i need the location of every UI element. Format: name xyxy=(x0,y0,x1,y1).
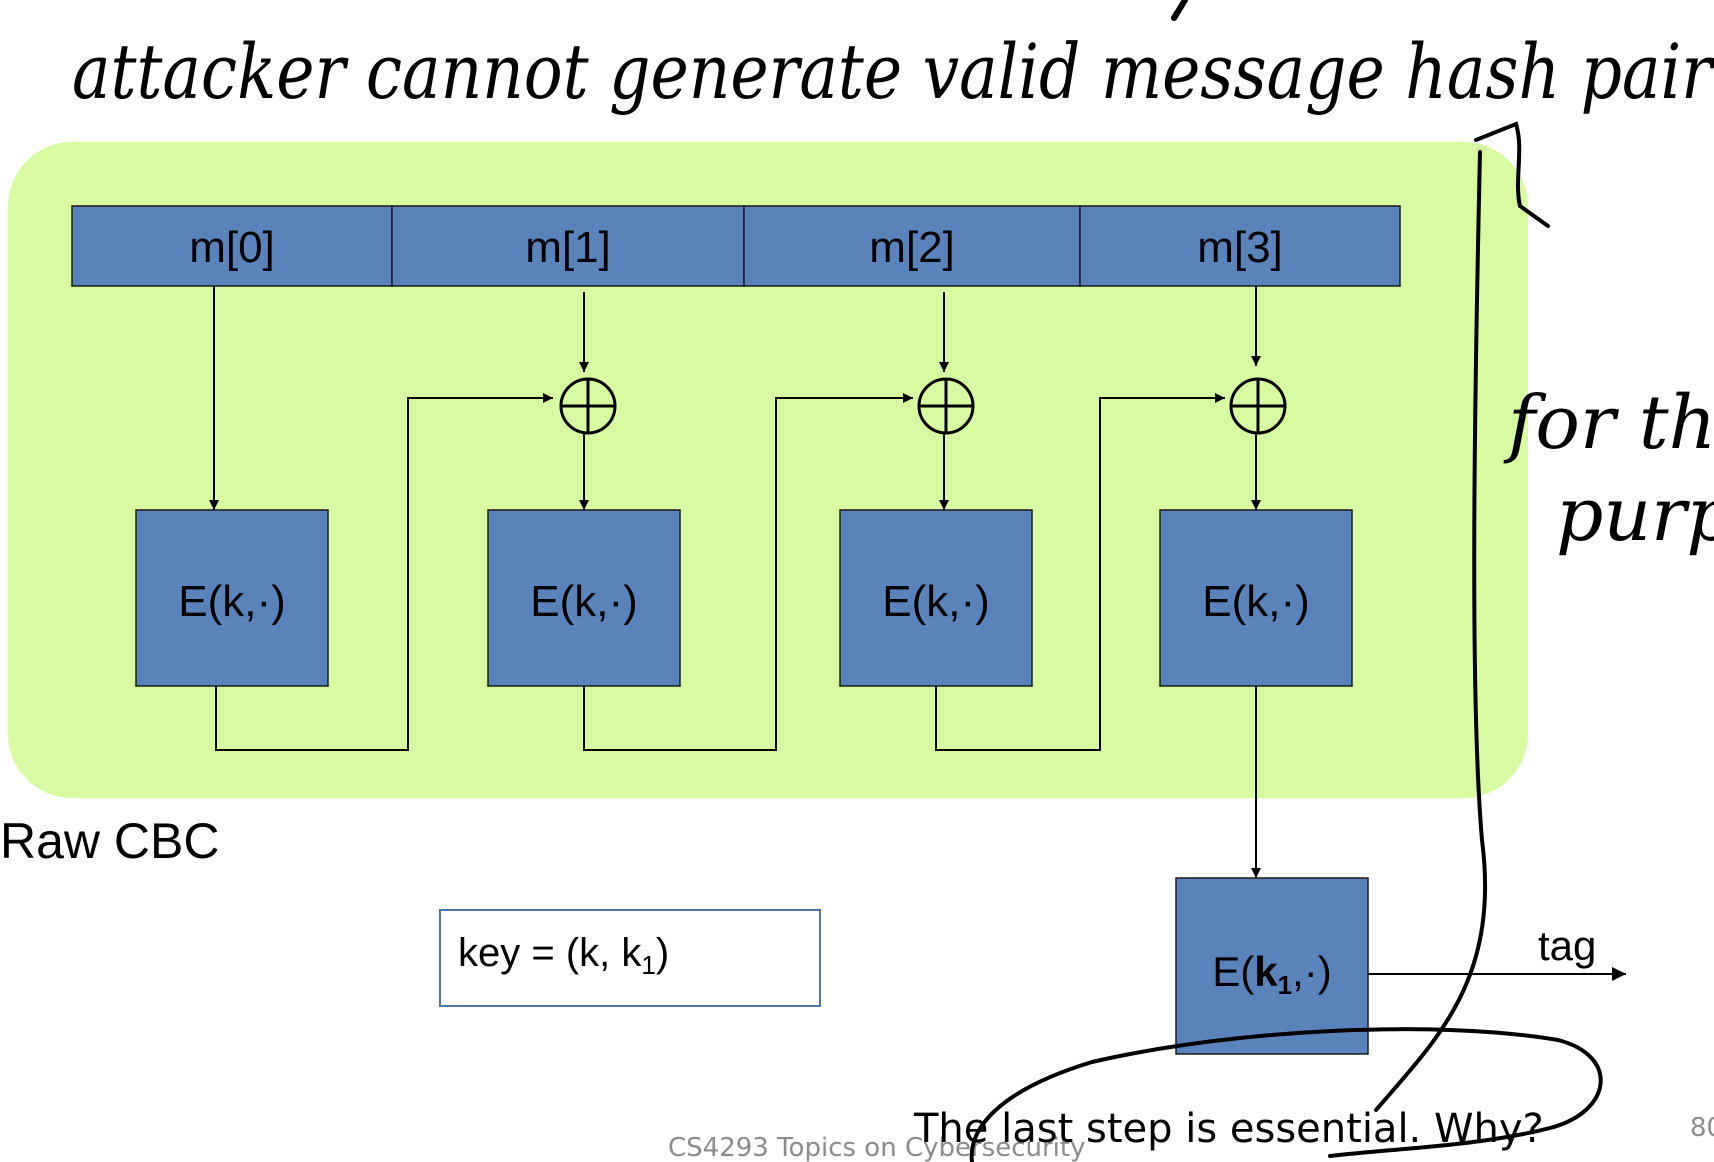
message-block-2-label: m[2] xyxy=(869,223,955,272)
message-block-3-label: m[3] xyxy=(1197,223,1283,272)
handwritten-pointer-curve xyxy=(1374,150,1488,1112)
encrypt-block-3-label: E(k,·) xyxy=(1202,577,1310,626)
tag-label: tag xyxy=(1538,922,1596,969)
handwritten-top-note: attacker cannot generate valid message h… xyxy=(72,27,1714,116)
key-box xyxy=(439,909,821,1007)
footer-course: CS4293 Topics on Cybersecurity xyxy=(668,1133,1086,1162)
xor-gate-1 xyxy=(559,377,617,435)
final-encrypt-block xyxy=(1175,877,1369,1055)
message-block-0-label: m[0] xyxy=(189,223,275,272)
message-block-1-label: m[1] xyxy=(525,223,611,272)
footer-page-number: 80 xyxy=(1690,1113,1714,1143)
xor-gate-2 xyxy=(917,377,975,435)
connectors xyxy=(209,286,1626,981)
final-encrypt-label: E(k1,·) xyxy=(1212,948,1331,1000)
message-block-1 xyxy=(391,205,745,287)
message-row: m[0] m[1] m[2] m[3] xyxy=(71,205,1401,287)
handwritten-annotations: attacker cannot generate valid message h… xyxy=(72,0,1714,1162)
handwritten-side-note-line1: for the xyxy=(1503,380,1714,466)
xor-gates xyxy=(559,377,1287,435)
chain-e0-to-xor1 xyxy=(215,393,553,751)
handwritten-stroke-top xyxy=(1171,0,1188,21)
handwritten-bracket xyxy=(1474,121,1550,228)
encrypt-block-3 xyxy=(1159,509,1353,687)
raw-cbc-label: Raw CBC xyxy=(0,813,219,869)
key-box-label: key = (k, k1) xyxy=(458,931,669,980)
encrypt-block-1 xyxy=(487,509,681,687)
raw-cbc-region xyxy=(8,142,1528,798)
encryption-row: E(k,·) E(k,·) E(k,·) E(k,·) xyxy=(135,509,1353,687)
encrypt-block-0-label: E(k,·) xyxy=(178,577,286,626)
encrypt-block-2 xyxy=(839,509,1033,687)
encrypt-block-1-label: E(k,·) xyxy=(530,577,638,626)
chain-e1-to-xor2 xyxy=(583,393,913,751)
handwritten-loop xyxy=(969,1027,1603,1162)
xor-gate-3 xyxy=(1229,377,1287,435)
handwritten-side-note-line2: purpose xyxy=(1556,472,1714,558)
chain-e2-to-xor3 xyxy=(935,393,1225,751)
message-block-3 xyxy=(1079,205,1401,287)
encrypt-block-2-label: E(k,·) xyxy=(882,577,990,626)
encrypt-block-0 xyxy=(135,509,329,687)
